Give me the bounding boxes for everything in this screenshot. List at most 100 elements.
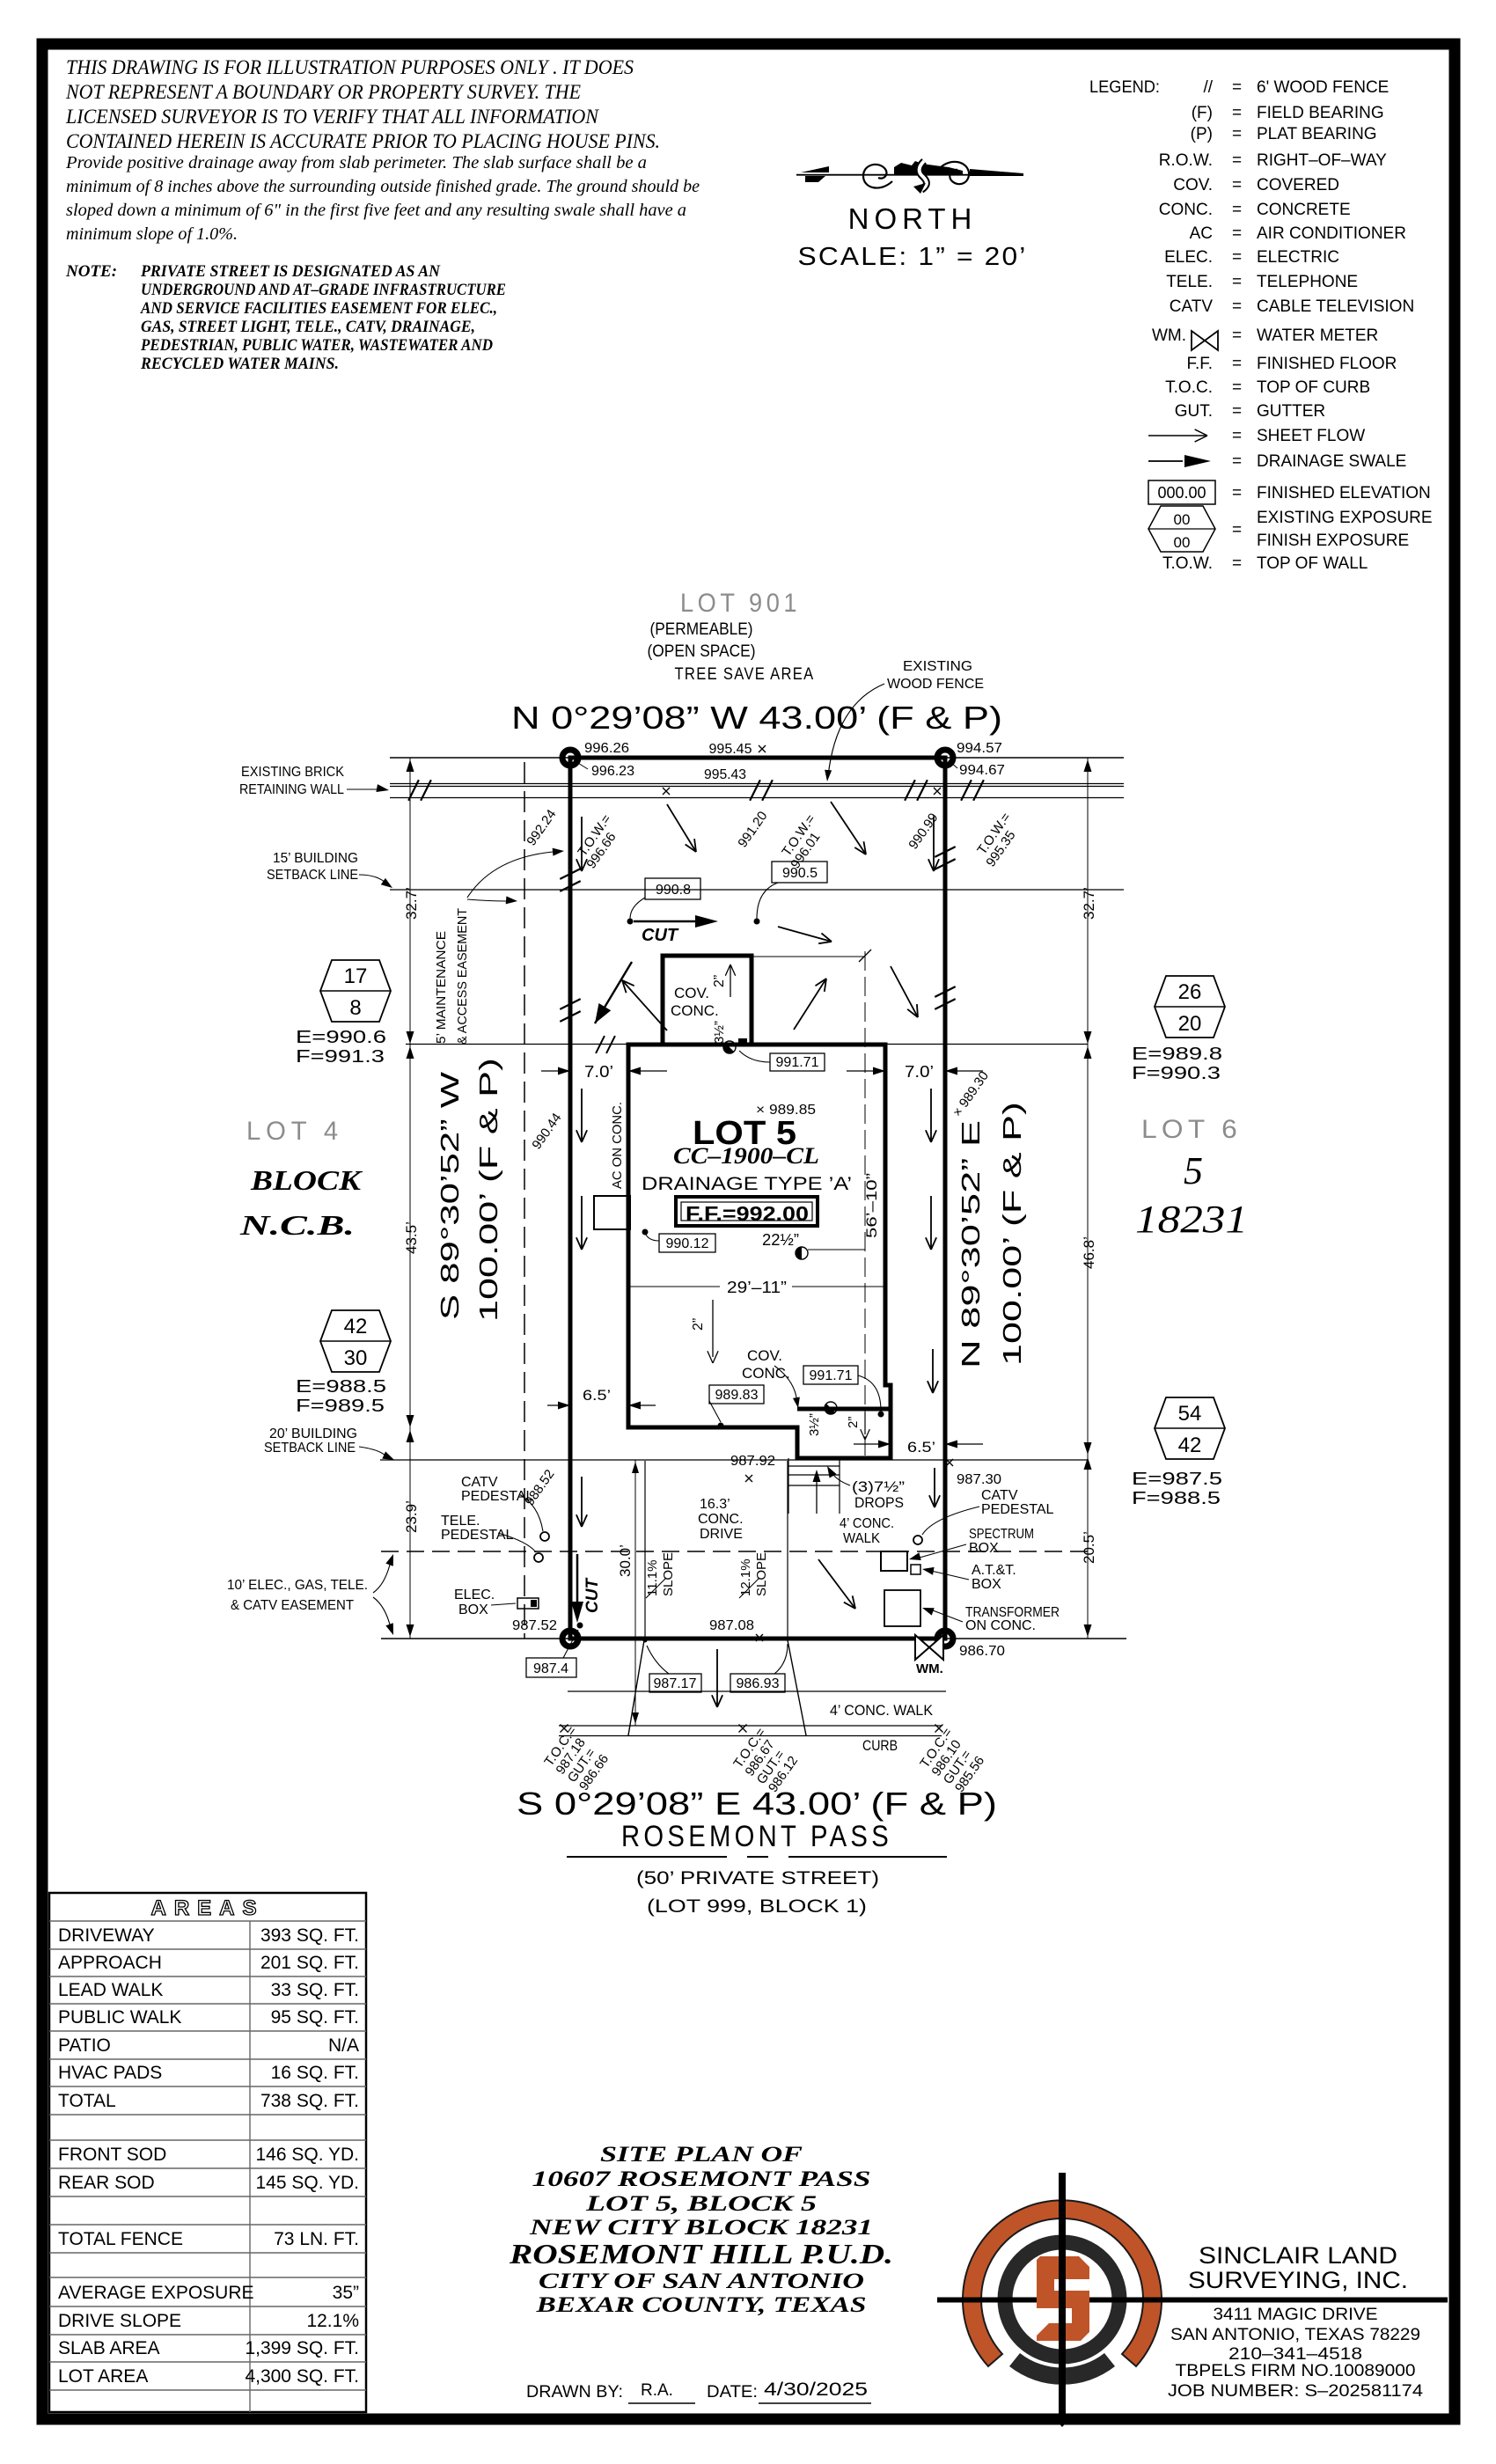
svg-text:=: =: [1232, 201, 1242, 219]
svg-text:PRIVATE STREET IS DESIGNATED A: PRIVATE STREET IS DESIGNATED AS AN: [140, 262, 441, 281]
svg-text:4’ CONC. WALK: 4’ CONC. WALK: [830, 1702, 934, 1719]
svg-text:UNDERGROUND AND AT–GRADE INFRA: UNDERGROUND AND AT–GRADE INFRASTRUCTURE: [141, 281, 506, 299]
svg-text:SETBACK LINE: SETBACK LINE: [267, 868, 358, 883]
svg-text:SITE PLAN OF: SITE PLAN OF: [600, 2143, 803, 2167]
svg-text:RIGHT–OF–WAY: RIGHT–OF–WAY: [1257, 151, 1387, 170]
svg-text:LOT AREA: LOT AREA: [58, 2366, 148, 2387]
svg-text:(50’ PRIVATE STREET): (50’ PRIVATE STREET): [636, 1868, 879, 1888]
svg-text:TELE.: TELE.: [1166, 273, 1213, 291]
svg-text:=: =: [1232, 248, 1242, 267]
svg-text:S 0°29’08” E 43.00’ (F & P): S 0°29’08” E 43.00’ (F & P): [517, 1786, 997, 1822]
svg-text:AND SERVICE FACILITIES EASEMEN: AND SERVICE FACILITIES EASEMENT FOR ELEC…: [140, 299, 497, 318]
svg-text:ELEC.: ELEC.: [454, 1588, 495, 1602]
svg-text:F=988.5: F=988.5: [1132, 1489, 1221, 1508]
svg-text:(P): (P): [1191, 125, 1213, 143]
svg-text:3½”: 3½”: [807, 1413, 822, 1436]
svg-text:T.O.W.: T.O.W.: [1162, 554, 1213, 573]
svg-text:00: 00: [1174, 534, 1191, 551]
svg-text:100.00’ (F & P): 100.00’ (F & P): [999, 1102, 1027, 1366]
svg-text:991.20: 991.20: [735, 809, 770, 850]
svg-text:7.0’: 7.0’: [905, 1063, 934, 1081]
svg-text:TRANSFORMER: TRANSFORMER: [965, 1605, 1060, 1620]
svg-text:NEW CITY BLOCK 18231: NEW CITY BLOCK 18231: [529, 2216, 873, 2240]
svg-text:8: 8: [349, 996, 361, 1020]
svg-text:=: =: [1232, 521, 1242, 539]
svg-text:BEXAR COUNTY, TEXAS: BEXAR COUNTY, TEXAS: [535, 2293, 866, 2317]
svg-text:=: =: [1232, 125, 1242, 143]
svg-text:LOT 901: LOT 901: [680, 589, 801, 618]
svg-text:4/30/2025: 4/30/2025: [764, 2380, 868, 2400]
svg-text:95 SQ. FT.: 95 SQ. FT.: [271, 2007, 359, 2028]
svg-text:NORTH: NORTH: [848, 202, 978, 235]
svg-text:991.71: 991.71: [810, 1368, 853, 1383]
svg-text:WALK: WALK: [843, 1531, 880, 1546]
svg-text:DROPS: DROPS: [854, 1494, 904, 1511]
svg-text:23.9’: 23.9’: [403, 1500, 420, 1533]
svg-text:F=991.3: F=991.3: [296, 1047, 385, 1067]
svg-text:TOP OF WALL: TOP OF WALL: [1257, 554, 1368, 573]
svg-text:43.5’: 43.5’: [403, 1221, 420, 1254]
svg-text:NOT REPRESENT A BOUNDARY OR PR: NOT REPRESENT A BOUNDARY OR PROPERTY SUR…: [65, 81, 581, 103]
svg-text:CUT: CUT: [642, 926, 679, 945]
svg-text:EXISTING BRICK: EXISTING BRICK: [241, 765, 344, 780]
svg-text:Provide positive drainage away: Provide positive drainage away from slab…: [65, 153, 647, 172]
svg-text:CURB: CURB: [862, 1737, 898, 1754]
svg-text:CUT: CUT: [583, 1578, 602, 1613]
svg-text:AREAS: AREAS: [150, 1896, 264, 1920]
svg-text:AC ON CONC.: AC ON CONC.: [610, 1102, 625, 1189]
svg-text:DRIVE SLOPE: DRIVE SLOPE: [58, 2311, 181, 2331]
svg-text:BOX: BOX: [972, 1577, 1001, 1592]
svg-text:GUTTER: GUTTER: [1257, 402, 1325, 421]
svg-text:F=990.3: F=990.3: [1132, 1064, 1221, 1083]
svg-text:15’ BUILDING: 15’ BUILDING: [273, 851, 358, 866]
svg-text:SINCLAIR LAND: SINCLAIR LAND: [1199, 2242, 1397, 2269]
svg-text:DRAWN BY:: DRAWN BY:: [526, 2383, 623, 2402]
svg-text:FRONT SOD: FRONT SOD: [58, 2145, 166, 2165]
svg-text:738 SQ. FT.: 738 SQ. FT.: [260, 2091, 359, 2111]
svg-text:990.8: 990.8: [656, 883, 691, 898]
svg-text:22½”: 22½”: [762, 1231, 799, 1249]
svg-text:A.T.&T.: A.T.&T.: [972, 1563, 1016, 1578]
svg-text:COVERED: COVERED: [1257, 176, 1339, 194]
svg-text:990.44: 990.44: [529, 1111, 564, 1152]
svg-text:RETAINING WALL: RETAINING WALL: [239, 782, 344, 797]
svg-text:987.92: 987.92: [730, 1454, 775, 1469]
svg-text:DRIVEWAY: DRIVEWAY: [58, 1925, 155, 1946]
svg-text:4,300 SQ. FT.: 4,300 SQ. FT.: [245, 2366, 359, 2387]
svg-text:210–341–4518: 210–341–4518: [1228, 2345, 1362, 2364]
svg-text:N/A: N/A: [328, 2035, 359, 2056]
svg-text:× 989.30: × 989.30: [950, 1068, 992, 1119]
svg-text:987.08: 987.08: [709, 1618, 754, 1633]
svg-text:=: =: [1232, 78, 1242, 97]
svg-text:3½”: 3½”: [712, 1021, 727, 1044]
svg-text:6' WOOD FENCE: 6' WOOD FENCE: [1257, 78, 1389, 97]
svg-text:COV.: COV.: [674, 985, 709, 1001]
svg-text:=: =: [1232, 297, 1242, 316]
svg-text:ROSEMONT PASS: ROSEMONT PASS: [621, 1820, 892, 1853]
svg-text:46.8’: 46.8’: [1081, 1236, 1097, 1269]
svg-text:990.99: 990.99: [906, 810, 941, 852]
svg-text:COV.: COV.: [1173, 176, 1213, 194]
svg-text:(F): (F): [1192, 104, 1213, 122]
svg-text:PLAT BEARING: PLAT BEARING: [1257, 125, 1377, 143]
svg-text:N.C.B.: N.C.B.: [239, 1209, 355, 1241]
svg-text:CATV: CATV: [981, 1488, 1018, 1503]
svg-text:=: =: [1232, 378, 1242, 397]
svg-text:PEDESTRIAN, PUBLIC WATER, WAST: PEDESTRIAN, PUBLIC WATER, WASTEWATER AND: [140, 336, 493, 355]
svg-text:PUBLIC WALK: PUBLIC WALK: [58, 2007, 181, 2028]
svg-text:TELE.: TELE.: [441, 1514, 480, 1529]
svg-text:FIELD BEARING: FIELD BEARING: [1257, 104, 1384, 122]
svg-text:minimum slope of 1.0%.: minimum slope of 1.0%.: [66, 224, 238, 244]
svg-text:56’–10”: 56’–10”: [863, 1173, 880, 1238]
svg-text:10607 ROSEMONT PASS: 10607 ROSEMONT PASS: [532, 2167, 871, 2191]
svg-text:FINISH EXPOSURE: FINISH EXPOSURE: [1257, 532, 1409, 550]
svg-text:992.24: 992.24: [524, 807, 559, 848]
svg-text:393 SQ. FT.: 393 SQ. FT.: [260, 1925, 359, 1946]
svg-text:32.7’: 32.7’: [403, 887, 420, 920]
svg-text:5: 5: [1184, 1149, 1203, 1192]
svg-text:& CATV EASEMENT: & CATV EASEMENT: [231, 1598, 354, 1613]
svg-text:DATE:: DATE:: [707, 2383, 758, 2402]
svg-text:54: 54: [1178, 1402, 1202, 1426]
svg-text:E=988.5: E=988.5: [296, 1377, 386, 1397]
svg-text:LOT 5, BLOCK 5: LOT 5, BLOCK 5: [585, 2192, 817, 2216]
